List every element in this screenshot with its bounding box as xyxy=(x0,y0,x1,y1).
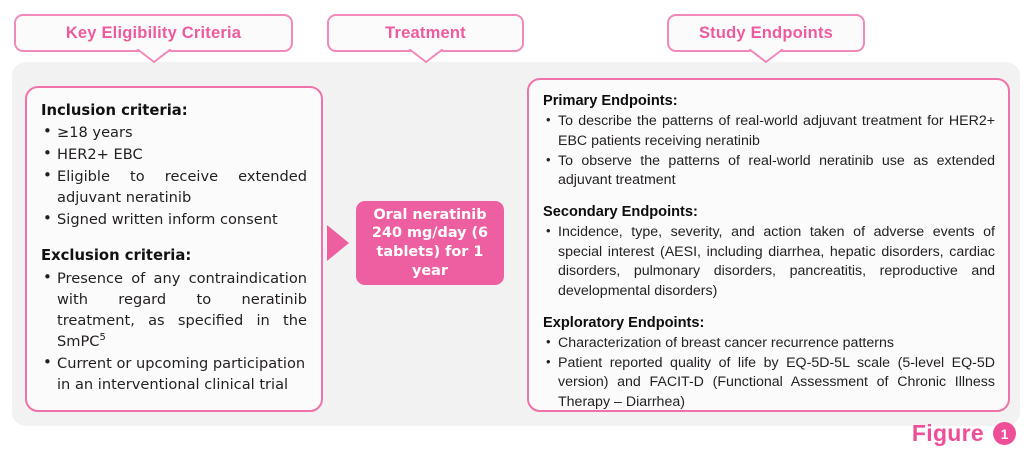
eligibility-criteria-card: Inclusion criteria: ≥18 years HER2+ EBC … xyxy=(25,86,323,412)
section-spacer xyxy=(41,231,307,245)
inclusion-criteria-heading: Inclusion criteria: xyxy=(41,102,188,119)
section-spacer xyxy=(543,302,995,313)
study-endpoints-card: Primary Endpoints: To describe the patte… xyxy=(527,78,1010,412)
header-bubble-eligibility-label: Key Eligibility Criteria xyxy=(65,23,242,42)
list-item: Characterization of breast cancer recurr… xyxy=(543,333,995,354)
exclusion-criteria-heading: Exclusion criteria: xyxy=(41,247,192,265)
header-bubble-treatment-label: Treatment xyxy=(385,23,466,42)
list-item: Presence of any contraindication with re… xyxy=(41,267,307,352)
secondary-endpoints-heading: Secondary Endpoints: xyxy=(543,203,698,220)
list-item: Patient reported quality of life by EQ-5… xyxy=(543,353,995,413)
list-item: Current or upcoming participation in an … xyxy=(41,352,307,395)
treatment-box: Oral neratinib 240 mg/day (6 tablets) fo… xyxy=(356,201,504,285)
list-item: To observe the patterns of real-world ne… xyxy=(543,151,995,191)
list-item: Signed written inform consent xyxy=(41,208,307,230)
list-item: Incidence, type, severity, and action ta… xyxy=(543,222,995,302)
exclusion-criteria-list: Presence of any contraindication with re… xyxy=(41,267,307,395)
flow-arrow-icon xyxy=(327,225,349,261)
bubble-tail-icon xyxy=(136,49,171,63)
exploratory-endpoints-heading: Exploratory Endpoints: xyxy=(543,314,705,331)
list-item: To describe the patterns of real-world a… xyxy=(543,111,995,151)
figure-caption: Figure 1 xyxy=(912,420,1016,447)
primary-endpoints-list: To describe the patterns of real-world a… xyxy=(543,111,995,191)
header-bubble-eligibility: Key Eligibility Criteria xyxy=(14,14,293,63)
exploratory-endpoints-list: Characterization of breast cancer recurr… xyxy=(543,333,995,413)
figure-number-badge: 1 xyxy=(993,422,1016,445)
header-bubble-endpoints-label: Study Endpoints xyxy=(698,23,834,42)
figure-caption-label: Figure xyxy=(911,420,984,446)
treatment-box-label: Oral neratinib 240 mg/day (6 tablets) fo… xyxy=(371,206,489,279)
primary-endpoints-heading: Primary Endpoints: xyxy=(543,93,678,109)
bubble-tail-icon xyxy=(749,49,783,63)
header-bubble-endpoints: Study Endpoints xyxy=(667,14,865,63)
section-spacer xyxy=(543,191,995,202)
list-item: ≥18 years xyxy=(41,121,307,143)
bubble-tail-icon xyxy=(408,49,443,63)
header-bubble-treatment: Treatment xyxy=(327,14,524,63)
list-item: Eligible to receive extended adjuvant ne… xyxy=(41,165,307,208)
inclusion-criteria-list: ≥18 years HER2+ EBC Eligible to receive … xyxy=(41,121,307,230)
list-item: HER2+ EBC xyxy=(41,143,307,165)
secondary-endpoints-list: Incidence, type, severity, and action ta… xyxy=(543,222,995,302)
